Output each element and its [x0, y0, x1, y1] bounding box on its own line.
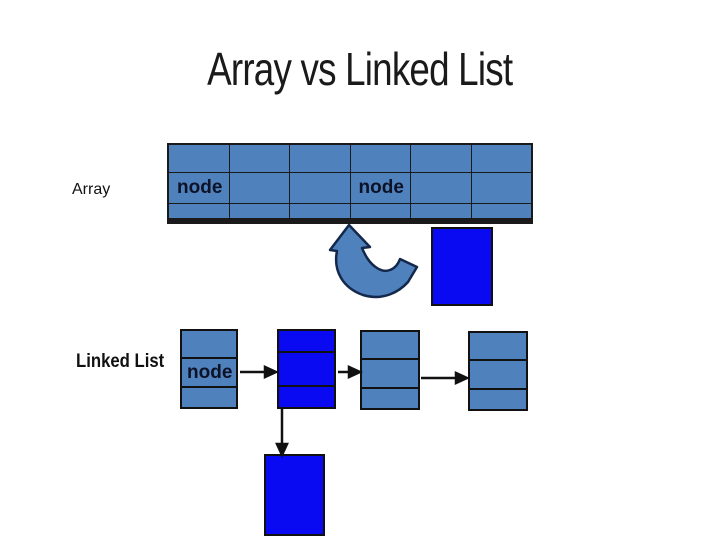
arrow-node1-to-node2-head-icon — [263, 365, 280, 379]
array-cell — [411, 145, 471, 172]
node-segment — [279, 331, 334, 353]
array-cell — [350, 145, 410, 172]
array-cell — [411, 173, 471, 203]
array-cell — [411, 204, 471, 218]
node-segment — [279, 353, 334, 387]
node-segment — [470, 333, 526, 361]
array-cell — [290, 204, 350, 218]
slide-title-text: Array vs Linked List — [207, 43, 513, 95]
node-segment — [279, 387, 334, 407]
node-segment — [362, 360, 418, 389]
array-cell-node-1: node — [169, 173, 229, 203]
array-cell — [290, 173, 350, 203]
linked-list-node-3 — [360, 330, 420, 410]
array-cell — [169, 204, 229, 218]
linked-list-node-2-inserted — [277, 329, 336, 409]
linked-list-section-label: Linked List — [76, 351, 165, 372]
node-segment-label: node — [182, 359, 236, 388]
linked-list-node-1: node — [180, 329, 238, 409]
array-cell — [169, 145, 229, 172]
array-cell — [229, 204, 289, 218]
array-cell — [290, 145, 350, 172]
array-cell — [471, 173, 531, 203]
slide-title: Array vs Linked List — [0, 44, 720, 95]
curved-insert-arrow-icon — [328, 223, 419, 299]
inserted-node-rect-bottom — [264, 454, 325, 536]
array-cell — [229, 145, 289, 172]
arrow-node2-to-node3-head-icon — [347, 365, 364, 379]
array-cell — [471, 204, 531, 218]
linked-list-node-4 — [468, 331, 528, 411]
node-segment — [182, 331, 236, 359]
array-cell — [229, 173, 289, 203]
arrow-node3-to-node4-head-icon — [454, 371, 471, 385]
array-cell — [350, 204, 410, 218]
array-cell — [471, 145, 531, 172]
node-segment — [182, 388, 236, 407]
array-grid: node node — [167, 143, 533, 224]
inserted-node-rect-top — [431, 227, 493, 306]
node-segment — [362, 332, 418, 360]
node-segment — [470, 390, 526, 409]
array-section-label: Array — [72, 181, 111, 198]
node-segment — [470, 361, 526, 390]
array-cell-node-2: node — [350, 173, 410, 203]
node-segment — [362, 389, 418, 408]
